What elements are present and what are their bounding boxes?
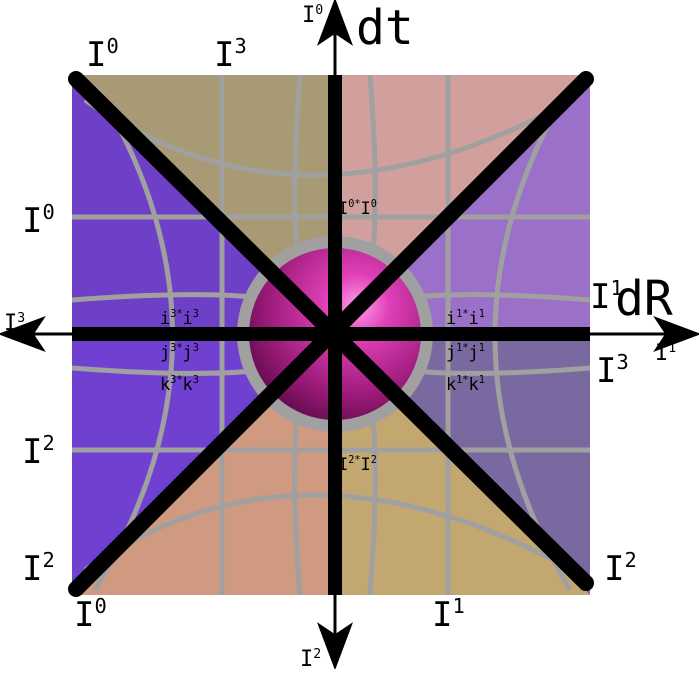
axis-label-dR: dR — [615, 271, 673, 327]
label-left-upper: I0 — [22, 200, 55, 241]
arrow-left-label: I3 — [4, 311, 25, 336]
label-bottom-left-side: I2 — [22, 548, 55, 589]
inner-label-right-i: i1*i1 — [446, 309, 485, 329]
inner-label-left-k: k3*k3 — [160, 375, 199, 395]
axis-label-dt: dt — [356, 0, 414, 56]
label-bottom-mid: I1 — [432, 594, 465, 635]
label-bottom-right-side: I2 — [604, 548, 637, 589]
label-top-left: I0 — [86, 34, 119, 75]
inner-label-right-k: k1*k1 — [446, 375, 485, 395]
label-top-mid: I3 — [214, 34, 247, 75]
arrow-bottom-label: I2 — [300, 647, 321, 669]
axis-lines — [68, 71, 594, 597]
arrow-left-icon — [0, 315, 46, 353]
inner-label-right-j: j1*j1 — [446, 343, 485, 363]
label-bottom-left: I0 — [74, 594, 107, 635]
label-left-lower: I2 — [22, 431, 55, 472]
arrow-top-label: I0 — [302, 3, 323, 28]
inner-label-top: I0*I0 — [338, 199, 377, 219]
inner-label-left-j: j3*j3 — [160, 343, 199, 363]
label-right-lower: I3 — [596, 350, 629, 391]
arrow-right-icon — [653, 315, 699, 353]
label-right-mid: I1 — [590, 276, 623, 317]
arrow-right-label: I1 — [655, 341, 676, 366]
inner-label-bottom: I2*I2 — [338, 455, 377, 475]
arrow-up-icon — [316, 0, 354, 46]
arrow-down-icon — [316, 622, 354, 671]
inner-label-left-i: i3*i3 — [160, 309, 199, 329]
